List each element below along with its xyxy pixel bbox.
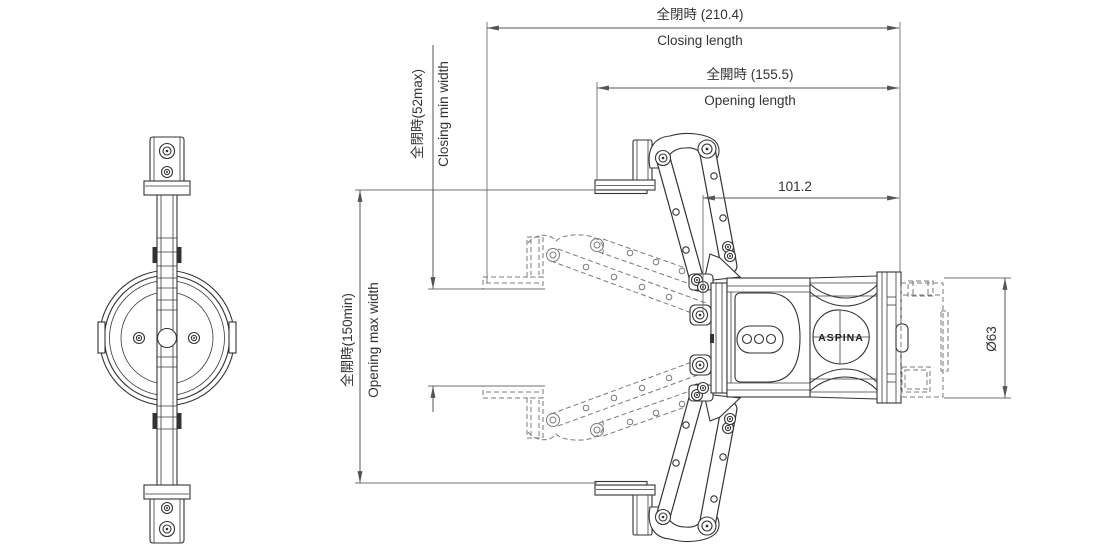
right-view-side: ASPINA	[339, 6, 1011, 541]
dim-closing-length-en: Closing length	[657, 33, 743, 48]
dim-closing-length-jp: 全閉時 (210.4)	[656, 6, 743, 22]
dim-closing-min-width-en: Closing min width	[436, 61, 451, 167]
left-view-top-finger	[144, 137, 190, 195]
center-pin	[156, 327, 178, 349]
dim-opening-max-width: 全開時(150min) Opening max width	[339, 190, 381, 483]
closed-position-upper-finger	[482, 234, 712, 317]
body-rear-section: ASPINA	[809, 275, 878, 400]
hidden-rear-block	[900, 280, 949, 398]
dim-opening-length-en: Opening length	[704, 93, 796, 108]
left-view-center-rail	[152, 195, 182, 485]
dim-closing-length: 全閉時 (210.4) Closing length	[487, 6, 899, 48]
right-side-tab	[228, 321, 237, 354]
open-position-upper-finger	[595, 134, 740, 293]
dim-opening-max-width-en: Opening max width	[366, 282, 381, 398]
left-view-bottom-finger	[144, 485, 190, 543]
dim-opening-length: 全開時 (155.5) Opening length	[597, 66, 899, 108]
dim-body-diameter: Ø63	[984, 278, 1008, 398]
dim-opening-max-width-jp: 全開時(150min)	[339, 293, 355, 387]
dim-link-length-value: 101.2	[778, 179, 812, 194]
dimension-annotations: 全閉時 (210.4) Closing length 全開時 (155.5) O…	[339, 6, 1011, 484]
dim-opening-length-jp: 全開時 (155.5)	[706, 66, 793, 82]
closed-position-lower-finger	[482, 358, 712, 441]
open-position-lower-finger	[595, 383, 740, 542]
front-panel-pill	[736, 325, 784, 354]
brand-logo: ASPINA	[818, 332, 864, 344]
dim-closing-min-width-jp: 全閉時(52max)	[409, 69, 425, 159]
left-side-tab	[97, 321, 106, 354]
gripper-body: ASPINA	[689, 271, 949, 404]
rear-connector-nub	[895, 323, 909, 353]
dim-link-length: 101.2	[703, 179, 899, 201]
left-view-front	[97, 137, 237, 543]
body-rear-cap	[876, 271, 909, 404]
dim-closing-min-width: 全閉時(52max) Closing min width	[409, 45, 451, 412]
dim-body-diameter-value: Ø63	[984, 326, 999, 352]
